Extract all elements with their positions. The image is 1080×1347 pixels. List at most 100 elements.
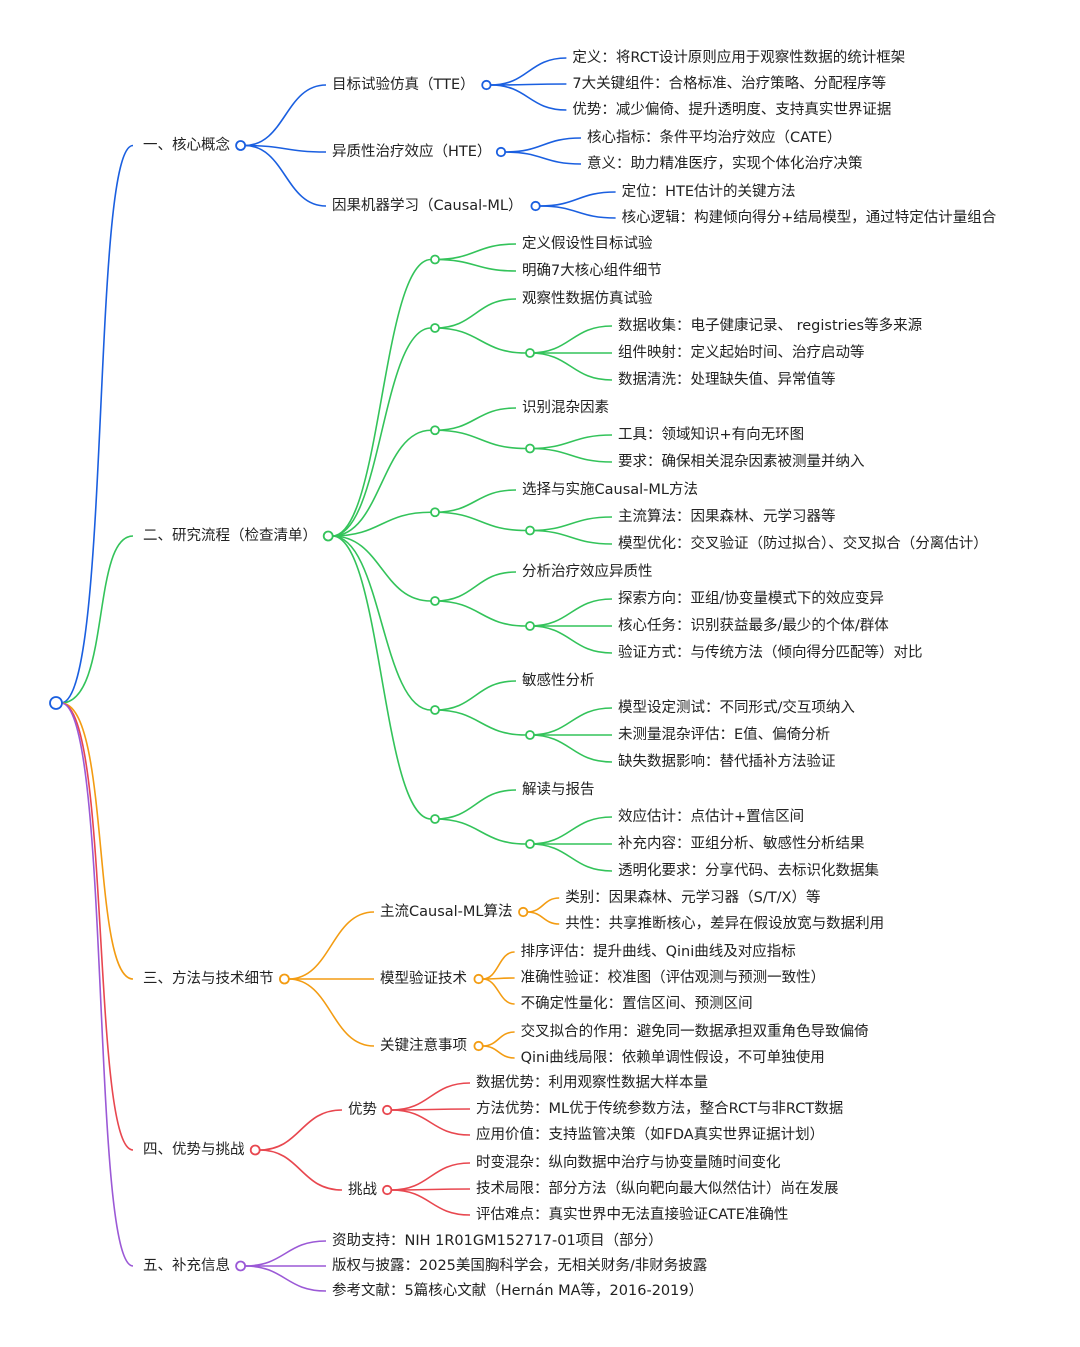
leaf-label: 不确定性量化：置信区间、预测区间 bbox=[521, 995, 753, 1012]
connector-line bbox=[332, 535, 432, 820]
leaf-label: 优势：减少偏倚、提升透明度、支持真实世界证据 bbox=[572, 100, 891, 118]
leaf-label: 数据优势：利用观察性数据大样本量 bbox=[476, 1073, 708, 1091]
leaf-label: Qini曲线局限：依赖单调性假设，不可单独使用 bbox=[521, 1049, 825, 1066]
leaf-label: 解读与报告 bbox=[522, 781, 595, 798]
step-dot[interactable] bbox=[430, 705, 440, 715]
branch-label: 五、补充信息 bbox=[143, 1257, 230, 1274]
connector-line bbox=[529, 516, 613, 532]
leaf-label: 数据收集：电子健康记录、 registries等多来源 bbox=[618, 316, 923, 334]
connector-line bbox=[434, 511, 527, 532]
root-connector bbox=[60, 702, 134, 980]
connector-line bbox=[434, 818, 527, 845]
connector-line bbox=[529, 843, 613, 872]
leaf-label: 交叉拟合的作用：避免同一数据承担双重角色导致偏倚 bbox=[521, 1022, 869, 1040]
step-dot[interactable] bbox=[430, 596, 440, 606]
connector-line bbox=[434, 789, 517, 820]
leaf-label: 未测量混杂评估：E值、偏倚分析 bbox=[618, 726, 830, 743]
leaf-label: 识别混杂因素 bbox=[522, 399, 609, 416]
step-dot[interactable] bbox=[430, 507, 440, 518]
group-dot[interactable] bbox=[525, 839, 535, 849]
node-layer: 目标试验仿真（TTE）定义：将RCT设计原则应用于观察性数据的统计框架7大关键组… bbox=[49, 48, 997, 1299]
leaf-label: 定位：HTE估计的关键方法 bbox=[622, 183, 796, 200]
branch-dot[interactable] bbox=[322, 530, 334, 542]
connector-line bbox=[529, 434, 613, 450]
connector-line bbox=[529, 352, 613, 381]
branch-label: 三、方法与技术细节 bbox=[143, 970, 274, 987]
branch-label: 二、研究流程（检查清单） bbox=[143, 527, 317, 544]
branch-dot[interactable] bbox=[278, 973, 290, 985]
connector-layer bbox=[60, 57, 616, 1292]
leaf-label: 定义假设性目标试验 bbox=[522, 235, 653, 252]
step-dot[interactable] bbox=[430, 323, 440, 333]
connector-line bbox=[244, 144, 327, 153]
leaf-label: 核心任务：识别获益最多/最少的个体/群体 bbox=[618, 617, 889, 634]
leaf-label: 模型设定测试：不同形式/交互项纳入 bbox=[618, 698, 855, 716]
connector-line bbox=[391, 1082, 471, 1111]
leaf-label: 工具：领域知识+有向无环图 bbox=[618, 426, 804, 443]
leaf-label: 版权与披露：2025美国胸科学会，无相关财务/非财务披露 bbox=[332, 1257, 708, 1274]
root-node-dot[interactable] bbox=[49, 696, 63, 710]
connector-line bbox=[391, 1189, 471, 1216]
leaf-label: 补充内容：亚组分析、敏感性分析结果 bbox=[618, 835, 865, 852]
connector-line bbox=[434, 709, 527, 736]
connector-line bbox=[527, 911, 560, 925]
connector-line bbox=[482, 978, 515, 1005]
connector-line bbox=[490, 57, 567, 86]
topic-dot[interactable] bbox=[473, 973, 484, 985]
connector-line bbox=[332, 327, 432, 537]
step-dot[interactable] bbox=[430, 254, 440, 265]
root-connector bbox=[60, 702, 134, 1151]
topic-dot[interactable] bbox=[518, 906, 529, 918]
connector-line bbox=[527, 897, 560, 913]
connector-line bbox=[504, 151, 582, 165]
leaf-label: 准确性验证：校准图（评估观测与预测一致性） bbox=[521, 969, 826, 986]
leaf-label: 应用价值：支持监管决策（如FDA真实世界证据计划） bbox=[476, 1125, 824, 1143]
leaf-label: 要求：确保相关混杂因素被测量并纳入 bbox=[618, 453, 865, 470]
group-dot[interactable] bbox=[525, 525, 535, 536]
branch-label: 一、核心概念 bbox=[143, 136, 230, 154]
connector-line bbox=[434, 298, 517, 329]
connector-line bbox=[434, 429, 527, 450]
leaf-label: 7大关键组件：合格标准、治疗策略、分配程序等 bbox=[572, 74, 886, 92]
connector-line bbox=[529, 598, 613, 627]
connector-line bbox=[259, 1109, 343, 1151]
topic-label: 因果机器学习（Causal-ML） bbox=[332, 197, 523, 214]
connector-line bbox=[244, 1240, 327, 1267]
connector-line bbox=[434, 489, 517, 514]
connector-line bbox=[332, 511, 432, 537]
connector-line bbox=[332, 258, 432, 537]
connector-line bbox=[259, 1149, 343, 1191]
connector-line bbox=[288, 911, 375, 980]
leaf-label: 核心逻辑：构建倾向得分+结局模型，通过特定估计量组合 bbox=[622, 209, 997, 226]
connector-line bbox=[482, 951, 515, 980]
group-dot[interactable] bbox=[525, 621, 535, 631]
branch-dot[interactable] bbox=[235, 1260, 247, 1272]
connector-line bbox=[332, 535, 432, 711]
step-dot[interactable] bbox=[430, 814, 440, 824]
step-dot[interactable] bbox=[430, 425, 440, 436]
leaf-label: 模型优化：交叉验证（防过拟合）、交叉拟合（分离估计） bbox=[618, 534, 988, 552]
connector-line bbox=[332, 535, 432, 602]
connector-line bbox=[434, 258, 517, 272]
leaf-label: 透明化要求：分享代码、去标识化数据集 bbox=[618, 862, 879, 879]
branch-dot[interactable] bbox=[249, 1144, 261, 1156]
group-dot[interactable] bbox=[525, 348, 535, 358]
leaf-label: 定义：将RCT设计原则应用于观察性数据的统计框架 bbox=[572, 48, 905, 66]
topic-dot[interactable] bbox=[382, 1184, 393, 1196]
topic-dot[interactable] bbox=[495, 146, 507, 158]
connector-line bbox=[434, 571, 517, 602]
topic-dot[interactable] bbox=[473, 1040, 484, 1052]
connector-line bbox=[529, 816, 613, 845]
leaf-label: 资助支持：NIH 1R01GM152717-01项目（部分） bbox=[332, 1232, 663, 1249]
topic-dot[interactable] bbox=[530, 200, 541, 212]
group-dot[interactable] bbox=[525, 443, 535, 454]
group-dot[interactable] bbox=[525, 730, 535, 740]
topic-dot[interactable] bbox=[382, 1104, 393, 1116]
topic-label: 优势 bbox=[348, 1101, 377, 1118]
branch-dot[interactable] bbox=[235, 140, 247, 151]
connector-line bbox=[244, 84, 327, 147]
connector-line bbox=[529, 707, 613, 736]
topic-dot[interactable] bbox=[481, 79, 492, 91]
connector-line bbox=[529, 529, 613, 545]
